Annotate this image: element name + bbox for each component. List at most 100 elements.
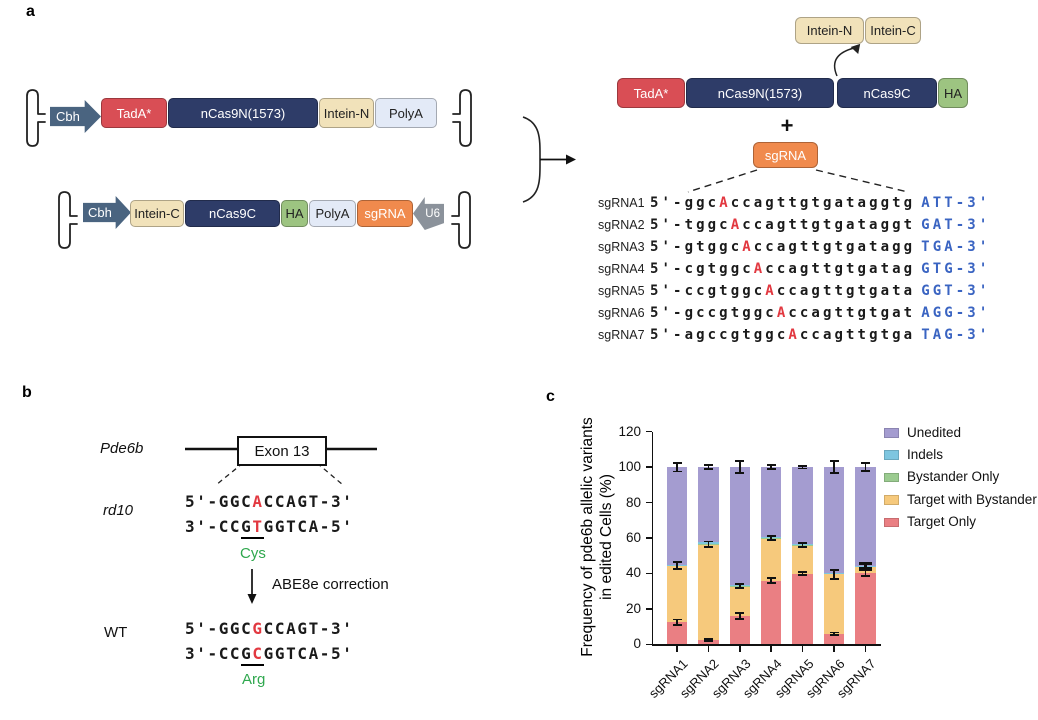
target-adenine: A bbox=[742, 239, 754, 255]
error-bar-cap bbox=[672, 618, 682, 621]
error-bar-cap bbox=[735, 618, 745, 621]
construct-box-intein-n: Intein-N bbox=[795, 17, 864, 44]
wt-bottom-strand: 3'-CCGCGGTCA-5' bbox=[185, 644, 354, 666]
edited-base: C bbox=[252, 644, 264, 666]
error-bar-line bbox=[770, 578, 772, 583]
edited-base: G bbox=[252, 619, 264, 638]
bar-segment-target-only bbox=[666, 622, 688, 645]
y-axis-line bbox=[651, 431, 654, 646]
legend-label: Indels bbox=[907, 446, 944, 462]
combine-brace bbox=[522, 116, 541, 203]
y-tick-label: 20 bbox=[625, 600, 641, 616]
itr-icon bbox=[451, 191, 471, 249]
y-tick-label: 40 bbox=[625, 565, 641, 581]
error-bar-cap bbox=[798, 464, 808, 467]
sequence-segment: GGTCA-5' bbox=[263, 644, 354, 663]
construct-box-ha: HA bbox=[281, 200, 308, 227]
target-adenine: A bbox=[719, 195, 731, 211]
error-bar-cap bbox=[735, 472, 745, 475]
gene-name: Pde6b bbox=[100, 440, 144, 457]
bar-segment-unedited bbox=[855, 467, 876, 566]
error-bar-cap bbox=[860, 470, 870, 472]
error-bar-cap bbox=[735, 587, 745, 589]
error-bar-cap bbox=[735, 582, 745, 585]
error-bar-line bbox=[739, 583, 741, 588]
target-adenine: A bbox=[753, 261, 766, 277]
pam-sequence: GGT-3' bbox=[921, 283, 991, 299]
error-bar-cap bbox=[766, 539, 776, 542]
x-tick-mark bbox=[770, 646, 772, 652]
sgrna-row-label: sgRNA5 bbox=[598, 284, 645, 298]
y-tick-mark bbox=[645, 430, 652, 433]
sgrna-row-label: sgRNA4 bbox=[598, 262, 645, 276]
construct-box-polya: PolyA bbox=[309, 200, 356, 227]
error-bar-line bbox=[707, 465, 710, 470]
error-bar-cap bbox=[798, 467, 808, 470]
error-bar-line bbox=[864, 569, 867, 577]
y-axis-title-line1: Frequency of pde6b allelic variants bbox=[579, 417, 596, 657]
error-bar-cap bbox=[735, 611, 745, 614]
bar-segment-target-only bbox=[698, 639, 719, 645]
bar-segment-target-with-bystander bbox=[823, 574, 845, 634]
construct-box-polya: PolyA bbox=[375, 98, 437, 128]
error-bar-cap bbox=[766, 534, 776, 537]
legend-swatch-target-with-bystander bbox=[884, 495, 899, 505]
error-bar-line bbox=[833, 569, 835, 579]
bar-segment-unedited bbox=[698, 467, 719, 543]
error-bar-cap bbox=[766, 577, 776, 579]
panel-b-label: b bbox=[22, 384, 32, 401]
error-bar-cap bbox=[829, 631, 839, 634]
y-tick-label: 0 bbox=[633, 636, 641, 652]
y-tick-mark bbox=[645, 572, 652, 575]
error-bar-line bbox=[864, 563, 867, 569]
bar-segment-unedited bbox=[666, 467, 688, 565]
error-bar-line bbox=[833, 632, 835, 635]
sequence-segment: 3'-CC bbox=[185, 517, 242, 536]
edited-base: T bbox=[252, 517, 264, 539]
legend-swatch-target-only bbox=[884, 517, 899, 528]
pam-sequence: GTG-3' bbox=[921, 261, 991, 277]
bar-segment-target-only bbox=[792, 574, 813, 645]
target-adenine: A bbox=[765, 283, 777, 299]
construct-box-ha: HA bbox=[938, 78, 968, 108]
itr-icon bbox=[452, 89, 472, 147]
pam-sequence: GAT-3' bbox=[921, 217, 991, 233]
y-tick-mark bbox=[645, 608, 652, 610]
x-axis-line bbox=[651, 644, 881, 646]
sequence-segment: CCAGT-3' bbox=[263, 492, 354, 511]
error-bar-cap bbox=[798, 571, 808, 574]
target-adenine: A bbox=[788, 327, 800, 343]
legend-label: Bystander Only bbox=[907, 469, 1000, 485]
sgrna-leader-left bbox=[687, 169, 758, 193]
legend-label: Unedited bbox=[907, 424, 962, 440]
error-bar-cap bbox=[672, 470, 682, 473]
combine-arrow-head bbox=[566, 154, 576, 165]
bar-segment-target-only bbox=[855, 572, 876, 645]
wt-top-strand: 5'-GGCGCCAGT-3' bbox=[185, 620, 354, 638]
error-bar-cap bbox=[829, 634, 839, 636]
rd10-bottom-strand: 3'-CCGTGGTCA-5' bbox=[185, 517, 354, 539]
error-bar-line bbox=[739, 460, 741, 474]
bar-segment-target-only bbox=[729, 615, 751, 645]
bar-segment-target-with-bystander bbox=[666, 566, 688, 623]
bar-segment-target-only bbox=[823, 633, 845, 645]
target-adenine: A bbox=[776, 305, 789, 321]
construct-box-tada-: TadA* bbox=[617, 78, 685, 108]
sequence-segment: CCAGT-3' bbox=[263, 619, 354, 638]
u6-label: U6 bbox=[425, 207, 440, 220]
rd10-top-strand: 5'-GGCACCAGT-3' bbox=[185, 493, 354, 511]
exon-box: Exon 13 bbox=[237, 436, 327, 466]
error-bar-cap bbox=[798, 545, 808, 548]
error-bar-cap bbox=[829, 577, 839, 580]
allele-label-wt: WT bbox=[104, 624, 128, 641]
error-bar-cap bbox=[829, 472, 839, 475]
bar-segment-target-with-bystander bbox=[792, 545, 813, 575]
bar-segment-target-with-bystander bbox=[760, 538, 782, 581]
promoter-label: Cbh bbox=[56, 109, 80, 124]
